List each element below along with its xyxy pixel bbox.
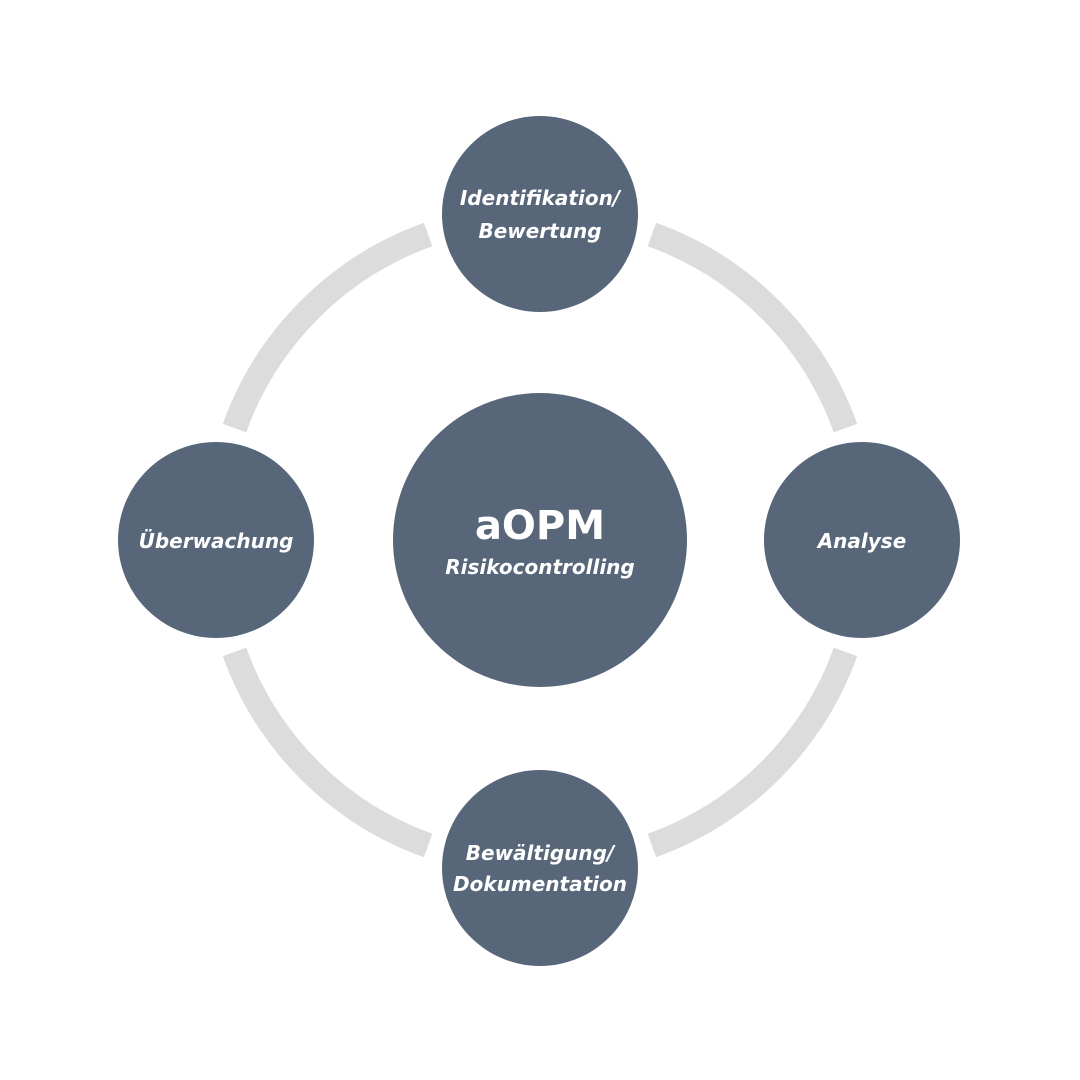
node-circle-bottom — [442, 770, 638, 966]
node-analyse: Analyse — [764, 442, 960, 638]
center-node: aOPM Risikocontrolling — [393, 393, 687, 687]
node-circle-left — [118, 442, 314, 638]
node-circle-right — [764, 442, 960, 638]
node-label-left: Überwachung — [139, 529, 294, 553]
node-identifikation-bewertung: Identifikation/ Bewertung — [442, 116, 638, 312]
node-bewaeltigung-dokumentation: Bewältigung/ Dokumentation — [442, 770, 638, 966]
ring-arc-bottom-left — [222, 647, 433, 858]
ring-arc-right-bottom — [647, 647, 858, 858]
node-label-top-line1: Identifikation/ — [460, 186, 622, 210]
ring-arc-top-right — [647, 222, 858, 433]
center-subtitle: Risikocontrolling — [445, 555, 634, 579]
node-label-top-line2: Bewertung — [478, 219, 601, 243]
node-ueberwachung: Überwachung — [118, 442, 314, 638]
ring-arc-left-top — [222, 222, 433, 433]
node-circle-top — [442, 116, 638, 312]
node-label-bottom-line1: Bewältigung/ — [466, 841, 616, 865]
center-title: aOPM — [475, 503, 605, 549]
node-label-right: Analyse — [816, 529, 907, 553]
center-circle — [393, 393, 687, 687]
node-label-bottom-line2: Dokumentation — [453, 872, 627, 896]
